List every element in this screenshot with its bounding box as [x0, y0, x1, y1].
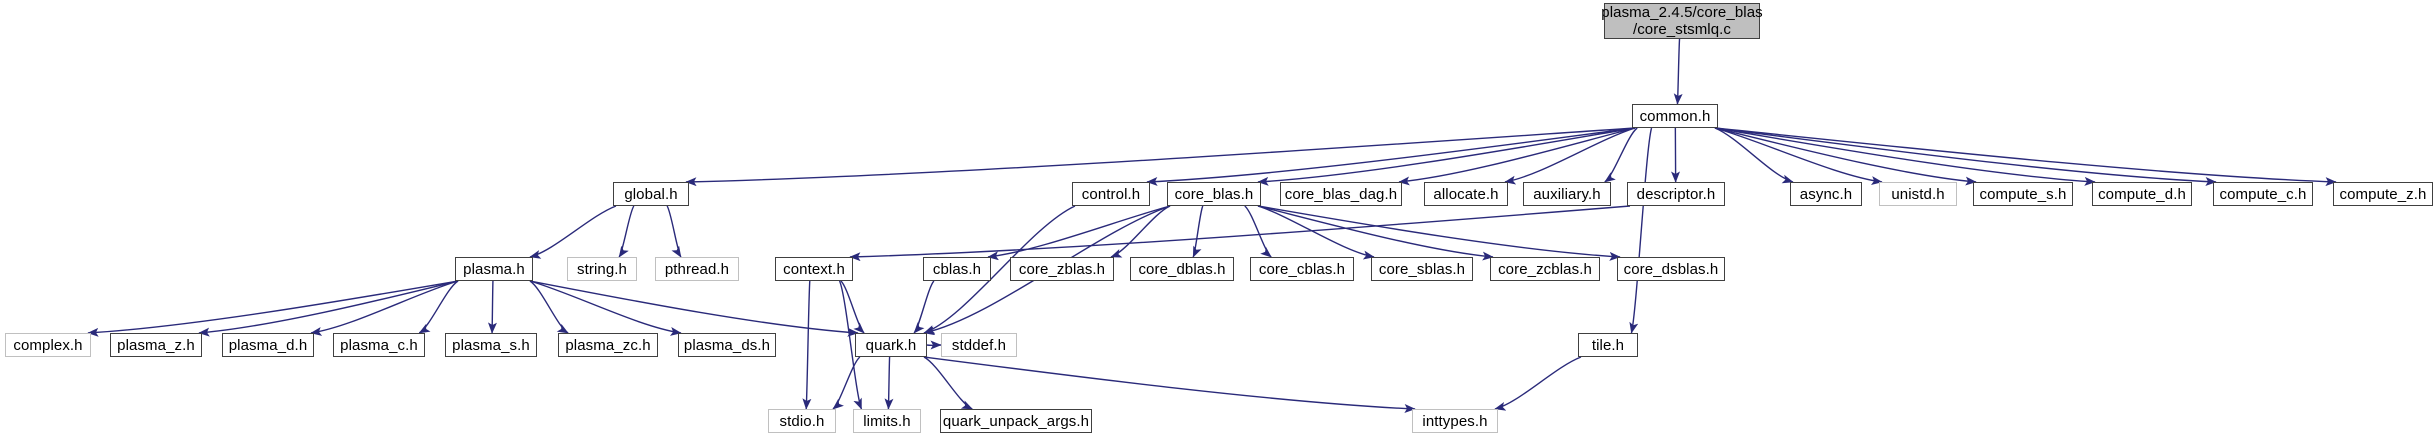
graph-edge-plasma-to-plasma_ds	[529, 280, 682, 336]
graph-node-plasma_d[interactable]: plasma_d.h	[222, 333, 314, 357]
graph-node-unistd[interactable]: unistd.h	[1879, 182, 1957, 206]
graph-node-compute_z[interactable]: compute_z.h	[2333, 182, 2433, 206]
graph-node-cblas[interactable]: cblas.h	[923, 257, 991, 281]
graph-edge-plasma-to-plasma_s	[487, 280, 497, 334]
graph-edge-cblas-to-quark	[913, 280, 935, 334]
graph-edge-common-to-auxiliary	[1604, 127, 1638, 183]
graph-edge-plasma-to-plasma_c	[418, 280, 459, 334]
graph-edge-context-to-limits	[838, 280, 863, 410]
graph-node-global[interactable]: global.h	[613, 182, 689, 206]
graph-edge-plasma-to-plasma_zc	[529, 280, 569, 334]
graph-edge-quark-to-stdio	[832, 356, 861, 410]
graph-edge-core_blas-to-cblas	[987, 205, 1171, 261]
graph-edge-common-to-compute_c	[1714, 127, 2217, 186]
graph-edge-common-to-allocate	[1504, 127, 1636, 185]
graph-edge-global-to-string	[618, 205, 635, 258]
graph-node-pthread[interactable]: pthread.h	[655, 257, 739, 281]
graph-edge-common-to-tile	[1629, 127, 1653, 334]
graph-node-compute_c[interactable]: compute_c.h	[2213, 182, 2313, 206]
graph-node-compute_d[interactable]: compute_d.h	[2092, 182, 2192, 206]
graph-node-plasma_z[interactable]: plasma_z.h	[110, 333, 202, 357]
graph-edge-global-to-plasma	[529, 205, 617, 259]
graph-node-stddef[interactable]: stddef.h	[941, 333, 1017, 357]
graph-edge-common-to-compute_s	[1714, 127, 1977, 186]
graph-edge-core_blas-to-core_sblas	[1257, 205, 1375, 260]
graph-node-root[interactable]: plasma_2.4.5/core_blas /core_stsmlq.c	[1601, 3, 1763, 39]
graph-edge-common-to-compute_z	[1714, 127, 2337, 187]
graph-node-context[interactable]: context.h	[775, 257, 853, 281]
graph-node-async[interactable]: async.h	[1790, 182, 1862, 206]
graph-edge-root-to-common	[1673, 38, 1683, 105]
graph-edge-global-to-pthread	[666, 205, 682, 258]
graph-edge-quark-to-limits	[884, 356, 894, 410]
graph-edge-core_blas-to-core_cblas	[1244, 205, 1272, 258]
graph-node-quark_unpack[interactable]: quark_unpack_args.h	[940, 409, 1092, 433]
graph-edge-core_blas-to-core_dsblas	[1257, 205, 1621, 261]
graph-edge-common-to-control	[1146, 127, 1636, 186]
graph-edge-common-to-core_blas	[1257, 127, 1636, 186]
graph-node-plasma_c[interactable]: plasma_c.h	[333, 333, 425, 357]
graph-edge-common-to-core_blas_dag	[1398, 127, 1636, 186]
graph-node-limits[interactable]: limits.h	[853, 409, 921, 433]
graph-node-auxiliary[interactable]: auxiliary.h	[1523, 182, 1611, 206]
graph-edge-core_blas-to-core_zblas	[1110, 205, 1171, 258]
graph-edge-control-to-quark	[923, 205, 1076, 334]
graph-node-core_blas[interactable]: core_blas.h	[1167, 182, 1261, 206]
graph-edge-quark-to-quark_unpack	[923, 356, 973, 410]
graph-node-core_sblas[interactable]: core_sblas.h	[1371, 257, 1473, 281]
graph-node-stdio[interactable]: stdio.h	[768, 409, 836, 433]
graph-edge-core_blas-to-core_zcblas	[1257, 205, 1494, 261]
graph-edge-plasma-to-plasma_d	[310, 280, 459, 336]
graph-edge-plasma-to-complex	[87, 280, 459, 337]
graph-edge-context-to-stdio	[802, 280, 812, 410]
graph-node-plasma_zc[interactable]: plasma_zc.h	[558, 333, 658, 357]
graph-node-core_zblas[interactable]: core_zblas.h	[1010, 257, 1114, 281]
graph-node-string[interactable]: string.h	[567, 257, 637, 281]
graph-edge-plasma-to-quark	[529, 280, 859, 337]
graph-node-allocate[interactable]: allocate.h	[1424, 182, 1508, 206]
graph-edge-common-to-unistd	[1714, 127, 1883, 185]
graph-node-core_dsblas[interactable]: core_dsblas.h	[1617, 257, 1725, 281]
graph-node-compute_s[interactable]: compute_s.h	[1973, 182, 2073, 206]
graph-edge-common-to-global	[685, 127, 1636, 187]
graph-edge-core_blas-to-core_dblas	[1192, 205, 1204, 258]
graph-node-core_zcblas[interactable]: core_zcblas.h	[1490, 257, 1600, 281]
graph-edge-common-to-async	[1714, 127, 1794, 184]
graph-node-control[interactable]: control.h	[1072, 182, 1150, 206]
graph-edge-context-to-quark	[840, 280, 865, 334]
graph-node-plasma_ds[interactable]: plasma_ds.h	[678, 333, 776, 357]
graph-node-inttypes[interactable]: inttypes.h	[1412, 409, 1498, 433]
graph-edge-plasma-to-plasma_z	[198, 280, 459, 337]
graph-edge-quark-to-inttypes	[923, 356, 1416, 413]
graph-node-tile[interactable]: tile.h	[1578, 333, 1638, 357]
graph-node-common[interactable]: common.h	[1632, 104, 1718, 128]
graph-node-core_dblas[interactable]: core_dblas.h	[1130, 257, 1234, 281]
graph-node-core_cblas[interactable]: core_cblas.h	[1250, 257, 1354, 281]
graph-node-complex[interactable]: complex.h	[5, 333, 91, 357]
graph-node-core_blas_dag[interactable]: core_blas_dag.h	[1280, 182, 1402, 206]
graph-node-quark[interactable]: quark.h	[855, 333, 927, 357]
graph-node-plasma_s[interactable]: plasma_s.h	[445, 333, 537, 357]
graph-node-plasma[interactable]: plasma.h	[455, 257, 533, 281]
graph-edge-descriptor-to-context	[849, 205, 1631, 262]
graph-edge-common-to-compute_d	[1714, 127, 2096, 186]
graph-edge-tile-to-inttypes	[1494, 356, 1582, 411]
graph-node-descriptor[interactable]: descriptor.h	[1627, 182, 1725, 206]
